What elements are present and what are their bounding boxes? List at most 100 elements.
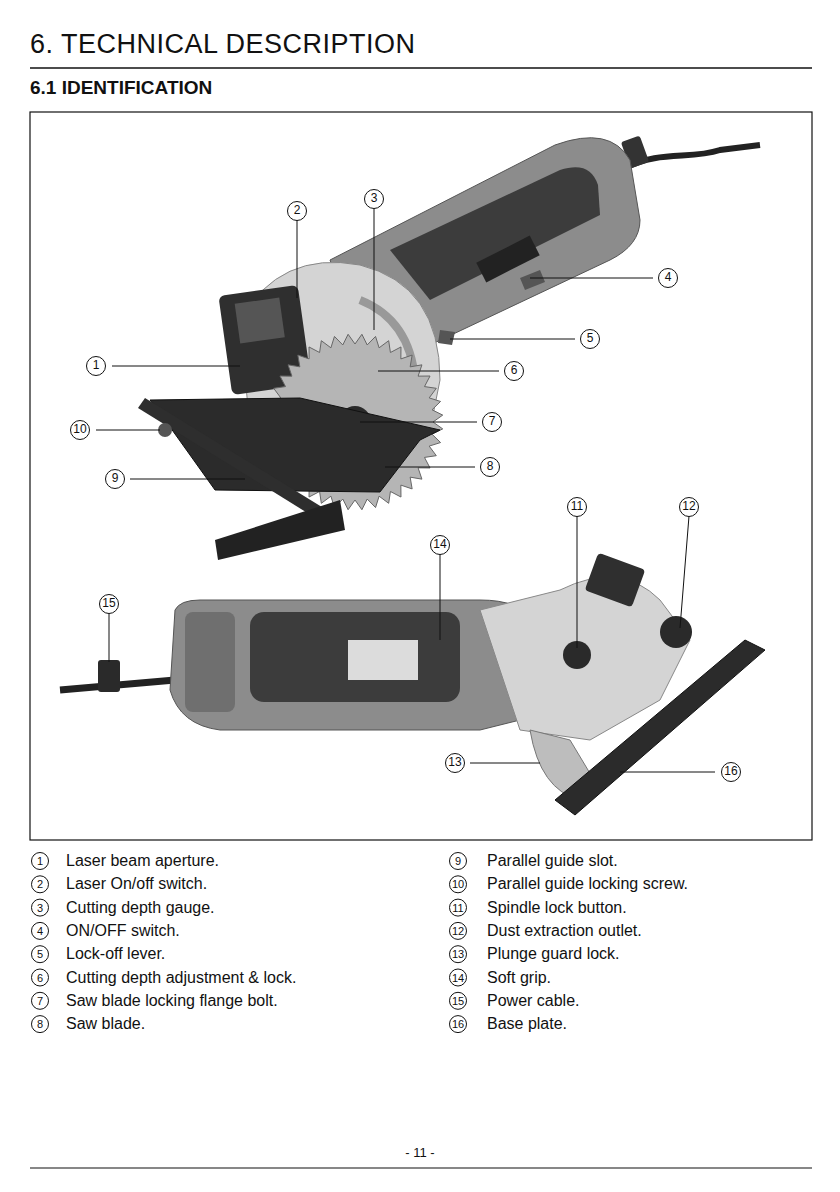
number-circle — [87, 357, 106, 376]
motor-body — [170, 600, 530, 730]
base-plate — [555, 640, 765, 815]
part-name: Laser beam aperture. — [66, 852, 219, 870]
callout-number: 9 — [455, 855, 461, 867]
callout-circles — [32, 190, 741, 1033]
callout-number: 11 — [452, 902, 463, 914]
callout-number: 13 — [452, 948, 464, 960]
rating-label — [348, 640, 418, 680]
callout-number: 9 — [112, 472, 119, 485]
cable-clip — [98, 660, 120, 692]
callout-number: 13 — [448, 756, 461, 769]
page-title: 6. TECHNICAL DESCRIPTION — [30, 30, 416, 60]
section-heading: 6.1 IDENTIFICATION — [30, 78, 212, 99]
number-circle — [450, 922, 467, 939]
callout-number: 12 — [452, 925, 464, 937]
callout-number: 7 — [489, 415, 496, 428]
part-name: Parallel guide locking screw. — [487, 876, 688, 894]
callout-number: 3 — [371, 192, 378, 205]
part-name: Saw blade locking flange bolt. — [66, 992, 278, 1010]
callout-number: 14 — [452, 971, 464, 983]
locking-screw — [158, 423, 172, 437]
number-circle — [32, 922, 49, 939]
callout-number: 5 — [587, 332, 594, 345]
number-circle — [32, 899, 49, 916]
number-circle — [450, 876, 467, 893]
callout-number: 10 — [73, 423, 86, 436]
number-circle — [100, 595, 119, 614]
part-name: Cutting depth adjustment & lock. — [66, 969, 296, 987]
number-circle — [450, 1016, 467, 1033]
callout-number: 10 — [452, 878, 464, 890]
part-name: Spindle lock button. — [487, 899, 627, 917]
number-circle — [365, 190, 384, 209]
callout-number: 8 — [487, 460, 494, 473]
callout-number: 5 — [37, 948, 43, 960]
rule-line — [30, 1167, 812, 1168]
part-name: ON/OFF switch. — [66, 922, 180, 940]
laser-switch — [235, 298, 285, 344]
vent — [185, 612, 235, 712]
part-name: Power cable. — [487, 992, 580, 1010]
callout-number: 15 — [452, 995, 464, 1007]
callout-number: 6 — [37, 971, 43, 983]
number-circle — [450, 899, 467, 916]
base-plate — [150, 398, 440, 492]
number-circle — [32, 853, 49, 870]
figure-frame — [30, 112, 812, 840]
number-circle — [450, 853, 467, 870]
number-circle — [722, 763, 741, 782]
part-name: Laser On/off switch. — [66, 876, 207, 894]
part-name: Lock-off lever. — [66, 945, 165, 963]
part-name: Plunge guard lock. — [487, 945, 620, 963]
number-circle — [288, 202, 307, 221]
saw-top-view — [138, 135, 760, 560]
soft-grip — [250, 612, 460, 702]
callout-number: 1 — [37, 855, 43, 867]
part-name: Saw blade. — [66, 1015, 145, 1033]
leader-lines — [96, 208, 715, 772]
number-circle — [450, 946, 467, 963]
callout-number: 4 — [37, 925, 43, 937]
dust-outlet — [660, 616, 692, 648]
part-name: Cutting depth gauge. — [66, 899, 215, 917]
callout-number: 1 — [93, 359, 100, 372]
callout-number: 16 — [452, 1018, 464, 1030]
number-circle — [581, 330, 600, 349]
part-name: Dust extraction outlet. — [487, 922, 642, 940]
parallel-guide — [138, 398, 330, 522]
callout-number: 14 — [433, 538, 446, 551]
page-number: - 11 - — [405, 1146, 434, 1160]
number-circle — [446, 754, 465, 773]
number-circle — [32, 876, 49, 893]
number-circle — [71, 421, 90, 440]
callout-number: 8 — [37, 1018, 43, 1030]
number-circle — [450, 992, 467, 1009]
callout-number: 16 — [724, 765, 737, 778]
part-name: Base plate. — [487, 1015, 567, 1033]
part-name: Parallel guide slot. — [487, 852, 618, 870]
switch — [520, 270, 545, 290]
callout-number: 12 — [682, 500, 695, 513]
number-circle — [481, 458, 500, 477]
number-circle — [659, 269, 678, 288]
soft-grip — [390, 167, 600, 300]
callout-number: 6 — [511, 364, 518, 377]
number-circle — [32, 946, 49, 963]
lever — [438, 330, 455, 345]
number-circle — [483, 413, 502, 432]
callout-number: 2 — [37, 878, 43, 890]
callout-number: 11 — [571, 500, 583, 513]
number-circle — [505, 362, 524, 381]
number-circle — [32, 969, 49, 986]
number-circle — [680, 498, 699, 517]
number-circle — [32, 1016, 49, 1033]
number-circle — [431, 536, 450, 555]
callout-number: 2 — [294, 204, 301, 217]
rule-line — [30, 67, 812, 69]
number-circle — [32, 992, 49, 1009]
callout-number: 15 — [102, 597, 115, 610]
callout-number: 7 — [37, 995, 43, 1007]
laser-unit — [585, 553, 646, 608]
